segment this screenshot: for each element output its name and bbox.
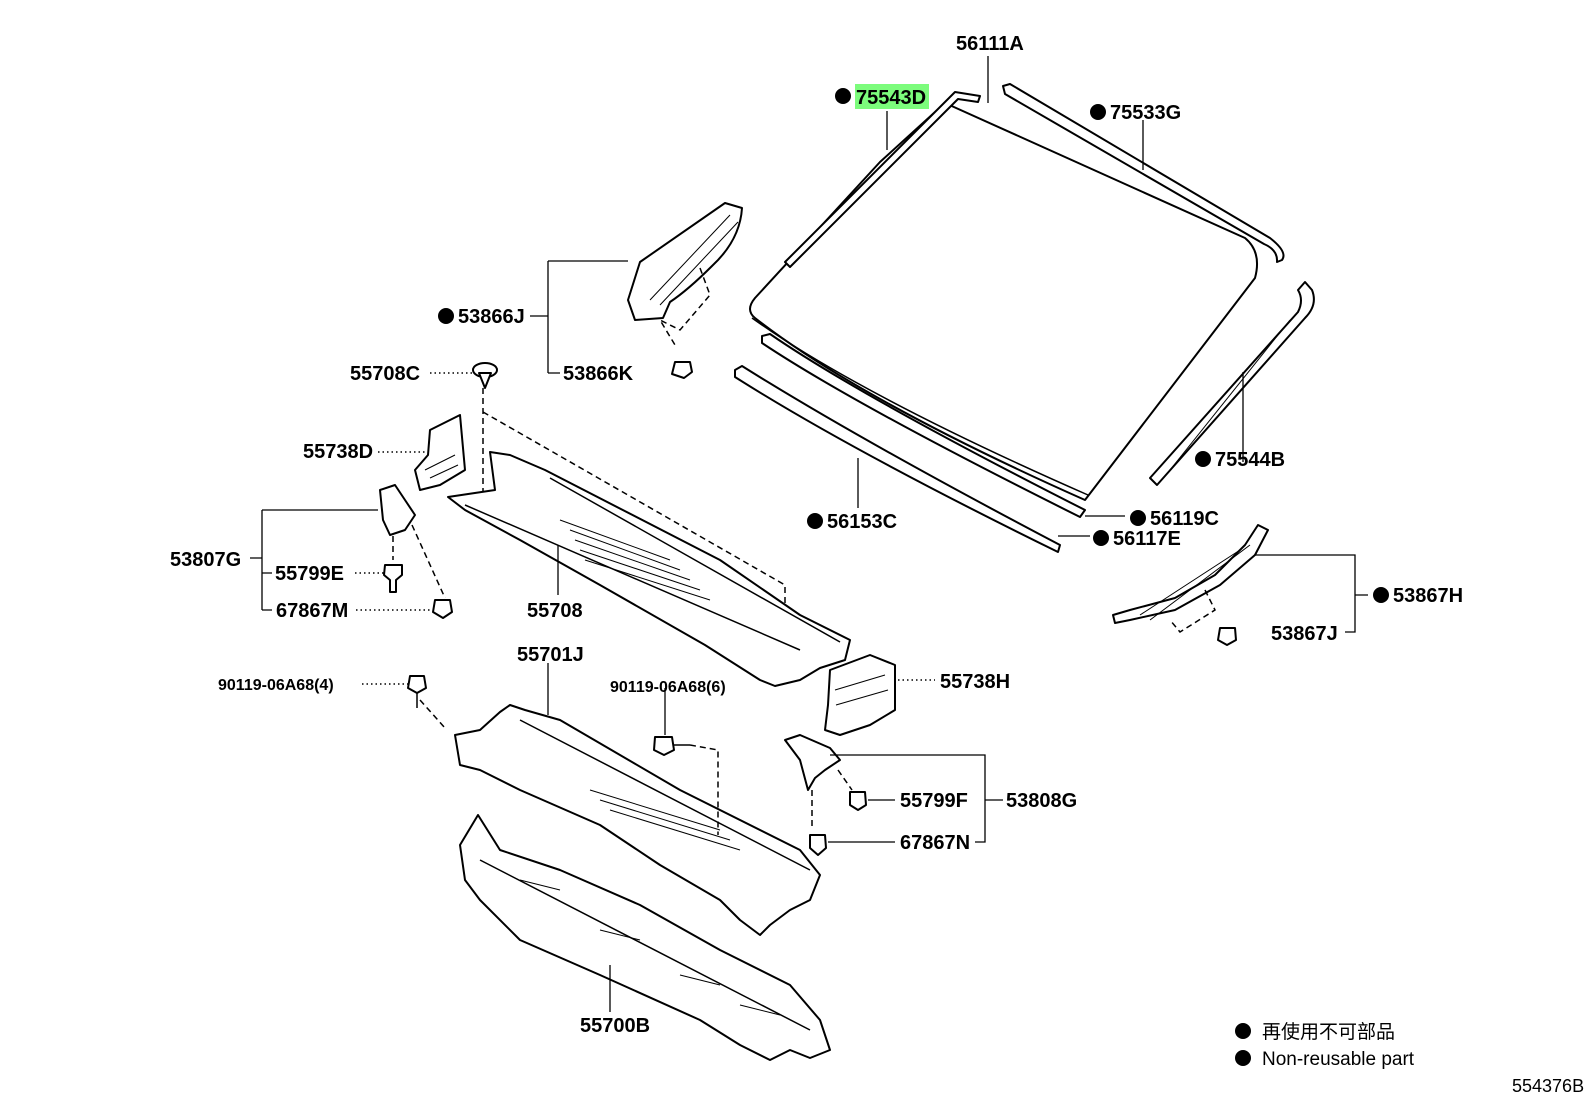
label-53808G[interactable]: 53808G — [1006, 790, 1077, 812]
label-67867M[interactable]: 67867M — [276, 600, 348, 622]
non-reusable-dot-75543D — [835, 88, 851, 104]
molding-75543D[interactable] — [784, 91, 981, 268]
label-53807G[interactable]: 53807G — [170, 549, 241, 571]
label-55701J[interactable]: 55701J — [517, 644, 584, 666]
bracket-53807G[interactable] — [379, 484, 416, 536]
non-reusable-dot-53867H — [1373, 587, 1389, 603]
highlight-75543D — [855, 84, 929, 109]
non-reusable-dot-56117E — [1093, 530, 1109, 546]
bolt-90119-left[interactable] — [407, 675, 427, 708]
legend: 再使用不可部品 Non-reusable part — [1235, 1021, 1415, 1070]
label-75533G[interactable]: 75533G — [1110, 102, 1181, 124]
label-55799E[interactable]: 55799E — [275, 563, 344, 585]
cowl-side-cover-left[interactable] — [627, 202, 743, 321]
legend-japanese: 再使用不可部品 — [1262, 1021, 1395, 1043]
clip-55708C[interactable] — [472, 362, 498, 389]
side-seal-55738H[interactable] — [824, 654, 896, 736]
label-55700B[interactable]: 55700B — [580, 1015, 650, 1037]
lower-seal-56117E[interactable] — [734, 365, 1061, 553]
label-75543D[interactable]: 75543D — [856, 87, 926, 109]
clip-53867J[interactable] — [1217, 627, 1237, 646]
lower-seal-56119C[interactable] — [761, 333, 1086, 518]
non-reusable-dot-56119C — [1130, 510, 1146, 526]
figure-id: 554376B — [1512, 1076, 1584, 1096]
clip-67867N[interactable] — [809, 834, 827, 856]
label-75544B[interactable]: 75544B — [1215, 449, 1285, 471]
legend-dot-jp — [1235, 1023, 1251, 1039]
molding-75544B[interactable] — [1149, 281, 1315, 486]
label-55738D[interactable]: 55738D — [303, 441, 373, 463]
label-56119C[interactable]: 56119C — [1150, 508, 1219, 530]
windshield-glass[interactable] — [749, 102, 1258, 501]
label-53867H[interactable]: 53867H — [1393, 585, 1463, 607]
clip-67867M[interactable] — [432, 599, 453, 619]
label-53867J[interactable]: 53867J — [1271, 623, 1338, 645]
bracket-53808G[interactable] — [784, 734, 841, 791]
label-55738H[interactable]: 55738H — [940, 671, 1010, 693]
legend-english: Non-reusable part — [1262, 1049, 1415, 1070]
label-53866J[interactable]: 53866J — [458, 306, 525, 328]
label-53866K[interactable]: 53866K — [563, 363, 634, 385]
outer-cowl-55700B[interactable] — [459, 814, 831, 1061]
bolt-90119-center[interactable] — [653, 736, 690, 756]
non-reusable-dot-53866J — [438, 308, 454, 324]
side-seal-55738D[interactable] — [414, 414, 466, 491]
label-90119-left[interactable]: 90119-06A68(4) — [218, 677, 334, 694]
label-56153C[interactable]: 56153C — [827, 511, 897, 533]
non-reusable-dot-56153C — [807, 513, 823, 529]
legend-dot-en — [1235, 1050, 1251, 1066]
clip-53866K[interactable] — [671, 361, 693, 379]
label-55708C[interactable]: 55708C — [350, 363, 420, 385]
label-55708[interactable]: 55708 — [527, 600, 583, 622]
label-56111A: 56111A — [956, 33, 1024, 55]
label-56117E[interactable]: 56117E — [1113, 528, 1181, 550]
molding-75533G[interactable] — [1002, 83, 1285, 263]
non-reusable-dot-75533G — [1090, 104, 1106, 120]
non-reusable-dot-75544B — [1195, 451, 1211, 467]
clip-55799E[interactable] — [383, 564, 403, 593]
cowl-panel-55701J[interactable] — [454, 704, 821, 936]
label-90119-center[interactable]: 90119-06A68(6) — [610, 679, 726, 696]
cowl-top-panel-55708[interactable] — [447, 451, 851, 687]
label-67867N[interactable]: 67867N — [900, 832, 970, 854]
clip-55799F[interactable] — [849, 791, 867, 811]
label-55799F[interactable]: 55799F — [900, 790, 968, 812]
